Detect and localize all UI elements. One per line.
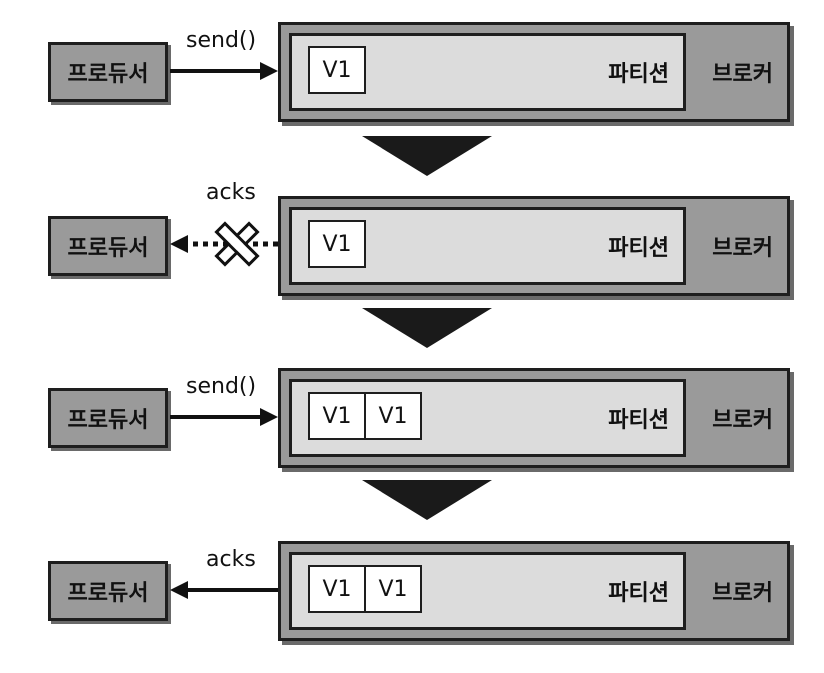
producer-box: 프로듀서 — [48, 42, 168, 102]
message-item: V1 — [364, 392, 422, 440]
message-list: V1 — [308, 220, 366, 268]
partition-label: 파티션 — [608, 581, 669, 606]
message-item: V1 — [308, 392, 366, 440]
down-arrow-icon — [362, 480, 492, 520]
message-item: V1 — [308, 46, 366, 94]
message-item: V1 — [308, 220, 366, 268]
producer-box: 프로듀서 — [48, 388, 168, 448]
send-connector: send() — [168, 18, 280, 118]
producer-label: 프로듀서 — [67, 62, 149, 87]
broker-box: V1 파티션 브로커 — [278, 196, 790, 296]
broker-label: 브로커 — [712, 236, 773, 261]
broker-label: 브로커 — [712, 581, 773, 606]
partition-label: 파티션 — [608, 236, 669, 261]
acks-failed-connector: acks — [168, 180, 280, 292]
send-label: send() — [186, 374, 257, 399]
acks-arrow-icon — [170, 581, 278, 599]
broker-box: V1 V1 파티션 브로커 — [278, 541, 790, 641]
broker-box: V1 V1 파티션 브로커 — [278, 368, 790, 468]
partition-box: V1 V1 파티션 — [289, 379, 686, 457]
acks-connector: acks — [168, 537, 280, 637]
acks-label: acks — [206, 180, 256, 205]
partition-label: 파티션 — [608, 408, 669, 433]
producer-box: 프로듀서 — [48, 216, 168, 276]
message-list: V1 — [308, 46, 366, 94]
producer-label: 프로듀서 — [67, 408, 149, 433]
message-item: V1 — [364, 565, 422, 613]
stage-3: 프로듀서 send() V1 V1 파티션 브로커 — [0, 364, 824, 474]
send-arrow-icon — [170, 408, 278, 426]
down-arrow-icon — [362, 308, 492, 348]
send-label: send() — [186, 28, 257, 53]
message-list: V1 V1 — [308, 565, 422, 613]
partition-box: V1 파티션 — [289, 207, 686, 285]
partition-box: V1 파티션 — [289, 33, 686, 111]
message-list: V1 V1 — [308, 392, 422, 440]
acks-dotted-arrow-icon — [170, 235, 278, 253]
producer-label: 프로듀서 — [67, 236, 149, 261]
broker-box: V1 파티션 브로커 — [278, 22, 790, 122]
send-arrow-icon — [170, 62, 278, 80]
down-arrow-icon — [362, 136, 492, 176]
stage-4: 프로듀서 acks V1 V1 파티션 브로커 — [0, 537, 824, 647]
broker-label: 브로커 — [712, 408, 773, 433]
message-item: V1 — [308, 565, 366, 613]
stage-1: 프로듀서 send() V1 파티션 브로커 — [0, 18, 824, 128]
partition-box: V1 V1 파티션 — [289, 552, 686, 630]
acks-label: acks — [206, 547, 256, 572]
partition-label: 파티션 — [608, 62, 669, 87]
cross-icon — [214, 221, 260, 267]
producer-box: 프로듀서 — [48, 561, 168, 621]
send-connector: send() — [168, 364, 280, 464]
stage-2: 프로듀서 acks V1 파티션 브로커 — [0, 180, 824, 302]
broker-label: 브로커 — [712, 62, 773, 87]
producer-label: 프로듀서 — [67, 581, 149, 606]
